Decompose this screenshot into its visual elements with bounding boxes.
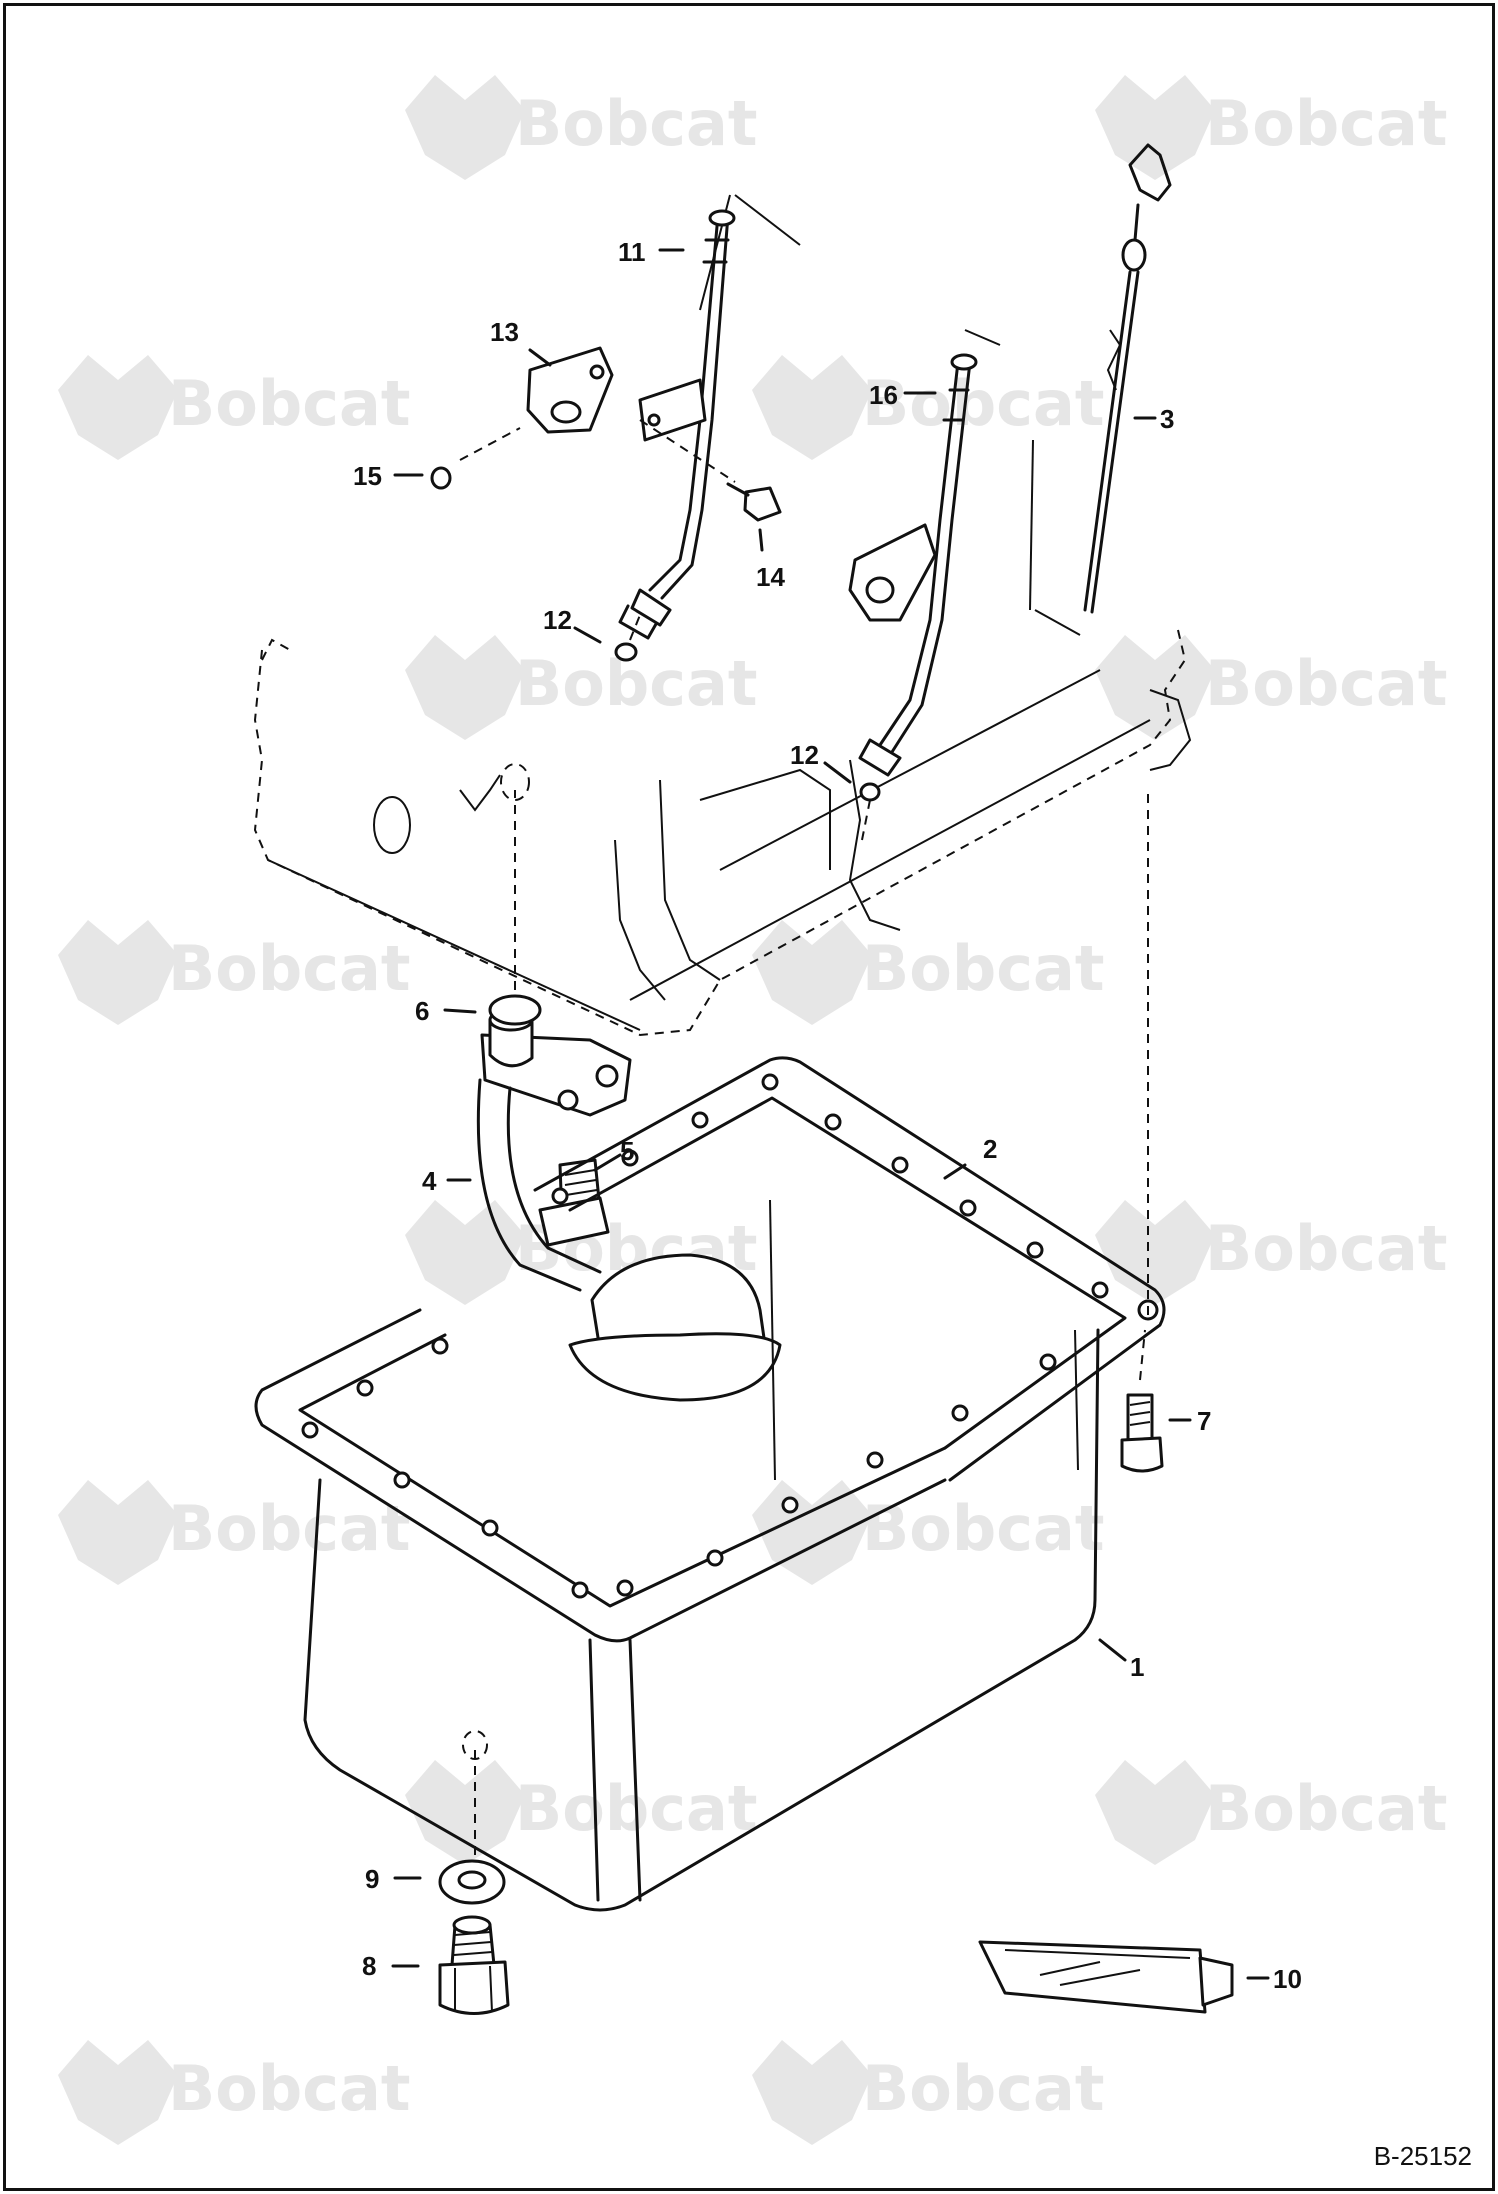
watermark-logo: Bobcat (405, 635, 757, 740)
drain-plug-8 (438, 1915, 510, 2015)
callout-7: 7 (1197, 1406, 1211, 1436)
callout-14: 14 (756, 562, 785, 592)
callout-10: 10 (1273, 1964, 1302, 1994)
watermark-logo: Bobcat (58, 355, 410, 460)
watermark-logo: Bobcat (752, 355, 1104, 460)
svg-text:Bobcat: Bobcat (1205, 1772, 1447, 1845)
callout-8: 8 (362, 1951, 376, 1981)
bracket-bolt (639, 419, 782, 522)
callout-9: 9 (365, 1864, 379, 1894)
figure-number: B-25152 (1373, 2141, 1472, 2171)
engine-block-outline (253, 194, 1192, 1037)
watermark-logo: Bobcat (752, 1480, 1104, 1585)
callout-5: 5 (620, 1136, 634, 1166)
watermark-logo: Bobcat (752, 2040, 1104, 2145)
svg-text:Bobcat: Bobcat (515, 647, 757, 720)
oil-strainer-pickup (476, 763, 632, 1292)
callout-15: 15 (353, 461, 382, 491)
drain-washer-9 (438, 1859, 506, 1905)
svg-text:Bobcat: Bobcat (862, 932, 1104, 1005)
svg-text:Bobcat: Bobcat (1205, 647, 1447, 720)
callout-12a: 12 (543, 605, 572, 635)
oil-dipstick (1083, 143, 1172, 614)
watermark-logo: Bobcat (405, 1760, 757, 1865)
oil-pan (303, 1199, 1100, 1912)
gasket-bolt-holes (301, 1073, 1159, 1599)
svg-text:Bobcat: Bobcat (168, 1492, 410, 1565)
watermark-logo: Bobcat (405, 75, 757, 180)
svg-text:Bobcat: Bobcat (862, 2052, 1104, 2125)
watermark-logo: Bobcat (58, 2040, 410, 2145)
diagram-border (3, 3, 1495, 2191)
callout-3: 3 (1160, 404, 1174, 434)
callout-1: 1 (1130, 1652, 1144, 1682)
watermark-logo: Bobcat (1095, 635, 1447, 740)
pan-bolt-7 (1120, 790, 1164, 1473)
leader-lines (391, 248, 1270, 1980)
dipstick-tube-lower (848, 353, 978, 777)
washer-15 (430, 427, 521, 490)
callout-11: 11 (618, 237, 646, 267)
watermark-logo: Bobcat (1095, 1760, 1447, 1865)
callout-13: 13 (490, 317, 519, 347)
tube-bracket (526, 346, 707, 442)
svg-text:Bobcat: Bobcat (168, 2052, 410, 2125)
callout-4: 4 (422, 1166, 437, 1196)
watermark-logo: Bobcat (1095, 75, 1447, 180)
watermark-logo: Bobcat (58, 1480, 410, 1585)
o-ring-12a (614, 614, 641, 662)
svg-text:Bobcat: Bobcat (1205, 87, 1447, 160)
svg-text:Bobcat: Bobcat (1205, 1212, 1447, 1285)
callout-2: 2 (983, 1134, 997, 1164)
watermark-logo: Bobcat (1095, 1200, 1447, 1305)
dipstick-tube-upper (618, 209, 736, 640)
svg-text:Bobcat: Bobcat (515, 87, 757, 160)
strainer-cap (568, 1253, 782, 1402)
callout-labels: 11 13 14 15 12 16 3 12 6 4 5 2 7 1 9 8 1… (353, 237, 1302, 1994)
svg-text:Bobcat: Bobcat (168, 367, 410, 440)
sealant-tube-10 (978, 1940, 1234, 2014)
callout-12b: 12 (790, 740, 819, 770)
svg-text:Bobcat: Bobcat (862, 1492, 1104, 1565)
watermark-logo: Bobcat (752, 920, 1104, 1025)
svg-text:Bobcat: Bobcat (168, 932, 410, 1005)
svg-text:Bobcat: Bobcat (862, 367, 1104, 440)
watermark-logo: Bobcat (58, 920, 410, 1025)
oil-pan-gasket (254, 1056, 1166, 1643)
o-ring-12b (859, 782, 881, 841)
pickup-bolt-5 (538, 1158, 610, 1247)
callout-6: 6 (415, 996, 429, 1026)
callout-16: 16 (869, 380, 898, 410)
